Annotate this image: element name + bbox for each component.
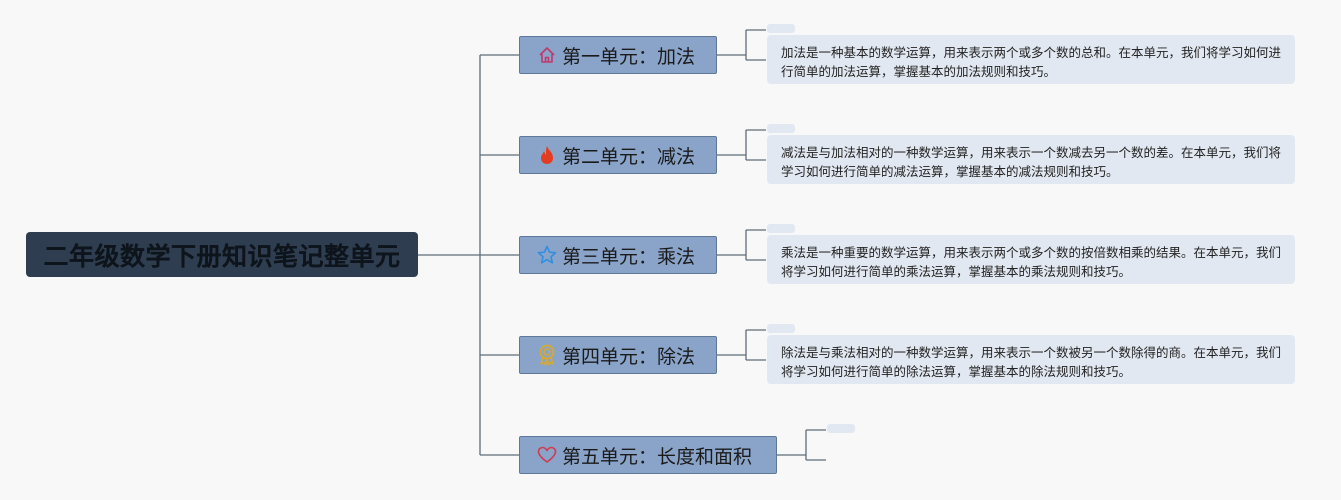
branch-label: 第二单元：减法 (562, 145, 696, 168)
note-unit-2: 减法是与加法相对的一种数学运算，用来表示一个数减去另一个数的差。在本单元，我们将… (767, 135, 1295, 184)
branch-label: 第三单元：乘法 (562, 245, 696, 268)
home-icon (536, 44, 558, 66)
branch-unit-1[interactable]: 第一单元：加法 (519, 36, 717, 74)
root-topic[interactable]: 二年级数学下册知识笔记整单元 (26, 232, 418, 277)
note-tab (767, 224, 795, 233)
branch-label: 第四单元：除法 (562, 345, 696, 368)
note-tab (767, 324, 795, 333)
heart-icon (536, 444, 558, 466)
note-tab (827, 424, 855, 433)
branch-unit-2[interactable]: 第二单元：减法 (519, 136, 717, 174)
branch-unit-5[interactable]: 第五单元：长度和面积 (519, 436, 777, 474)
note-unit-3: 乘法是一种重要的数学运算，用来表示两个或多个数的按倍数相乘的结果。在本单元，我们… (767, 235, 1295, 284)
root-title: 二年级数学下册知识笔记整单元 (43, 241, 401, 271)
note-unit-4: 除法是与乘法相对的一种数学运算，用来表示一个数被另一个数除得的商。在本单元，我们… (767, 335, 1295, 384)
branch-unit-3[interactable]: 第三单元：乘法 (519, 236, 717, 274)
note-tab (767, 124, 795, 133)
note-tab (767, 24, 795, 33)
branch-unit-4[interactable]: 第四单元：除法 (519, 336, 717, 374)
branch-label: 第五单元：长度和面积 (562, 445, 753, 468)
fire-icon (536, 144, 558, 166)
star-icon (536, 244, 558, 266)
branch-label: 第一单元：加法 (562, 45, 696, 68)
medal-icon (536, 344, 558, 366)
note-unit-1: 加法是一种基本的数学运算，用来表示两个或多个数的总和。在本单元，我们将学习如何进… (767, 35, 1295, 84)
